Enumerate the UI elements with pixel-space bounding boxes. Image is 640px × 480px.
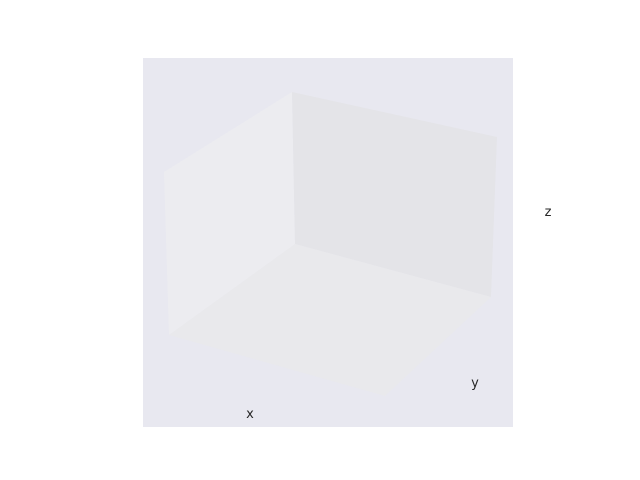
axes-3d: x y z bbox=[143, 58, 552, 427]
x-axis-label: x bbox=[246, 407, 254, 422]
pane-floor bbox=[169, 244, 491, 396]
pane-left bbox=[164, 92, 295, 335]
pane-back bbox=[292, 92, 497, 297]
z-axis-label: z bbox=[545, 205, 552, 220]
y-axis-label: y bbox=[471, 376, 479, 391]
